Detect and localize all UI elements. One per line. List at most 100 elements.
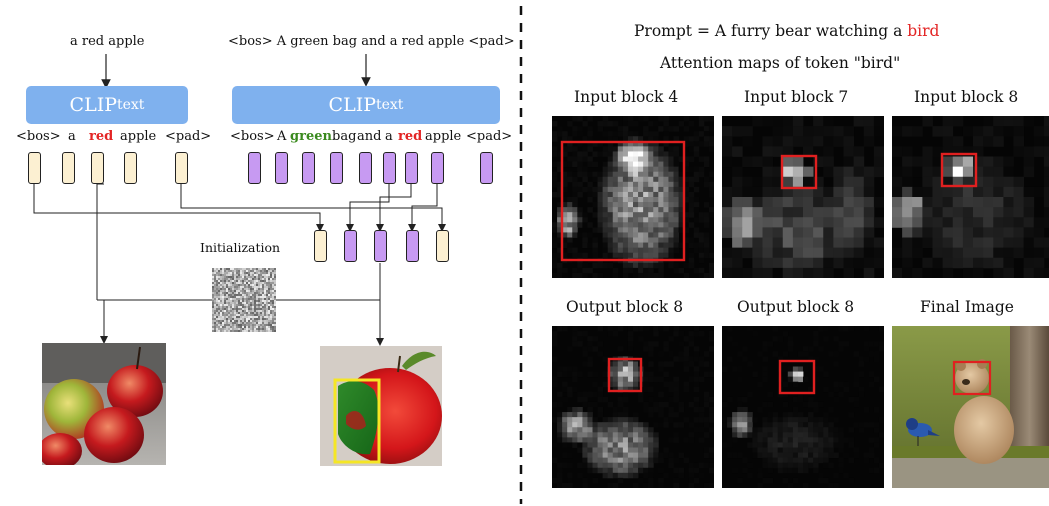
attention-cell (922, 146, 933, 157)
attention-cell (952, 116, 964, 127)
attention-cell (892, 267, 903, 278)
attention-cell (673, 381, 679, 388)
attention-cell (673, 482, 679, 488)
attention-cell (577, 116, 583, 122)
attention-cell (678, 467, 685, 474)
attention-cell (607, 202, 614, 208)
attention-cell (622, 472, 629, 479)
attention-cell (787, 467, 794, 474)
attention-cell (643, 407, 649, 413)
attention-cell (633, 422, 639, 428)
attention-cell (607, 417, 614, 423)
attention-cell (962, 247, 974, 259)
attention-cell (597, 262, 604, 269)
attention-cell (617, 376, 624, 383)
attention-cell (617, 161, 624, 168)
attention-cell (658, 482, 664, 488)
attention-cell (622, 171, 629, 178)
attention-cell (737, 376, 743, 383)
attention-cell (878, 432, 884, 438)
attention-cell (973, 156, 984, 168)
attention-cell (572, 247, 578, 254)
attention-cell (678, 202, 685, 208)
attention-cell (973, 176, 984, 188)
attention-cell (562, 242, 568, 249)
attention-cell (873, 247, 884, 259)
attention-cell (643, 141, 649, 147)
attention-cell (833, 247, 844, 259)
attention-cell (722, 442, 728, 448)
attention-cell (813, 267, 824, 278)
attention-cell (772, 176, 784, 188)
attention-cell (612, 186, 619, 193)
attention-cell (577, 156, 583, 162)
attention-cell (952, 166, 964, 178)
attention-cell (617, 202, 624, 208)
attention-cell (803, 457, 809, 464)
attention-cell (693, 376, 700, 383)
attention-cell (843, 207, 855, 218)
attention-cell (582, 272, 588, 278)
attention-cell (962, 237, 974, 249)
attention-cell (932, 217, 944, 228)
attention-cell (703, 217, 710, 223)
attention-cell (557, 422, 563, 428)
attention-cell (703, 417, 710, 423)
attention-cell (638, 197, 644, 203)
attention-cell (703, 351, 710, 357)
attention-cell (562, 366, 568, 372)
attention-cell (792, 176, 804, 188)
attention-cell (643, 247, 649, 254)
attention-cell (643, 267, 649, 274)
attention-cell (848, 412, 855, 418)
attention-cell (853, 156, 865, 168)
attention-cell (668, 386, 674, 393)
attention-cell (622, 432, 629, 438)
attention-cell (622, 166, 629, 173)
attention-cell (612, 437, 619, 443)
attention-cell (843, 381, 849, 388)
attention-cell (742, 467, 748, 474)
attention-cell (688, 197, 695, 203)
attention-cell (813, 401, 819, 408)
attention-cell (1003, 186, 1014, 198)
attention-cell (663, 401, 669, 408)
attention-cell (762, 237, 774, 249)
attention-cell (622, 197, 629, 203)
attention-cell (747, 472, 753, 479)
attention-cell (612, 222, 619, 228)
attention-cell (708, 171, 714, 178)
attention-cell (868, 467, 875, 474)
attention-cell (668, 396, 674, 403)
attention-cell (803, 442, 809, 448)
attention-cell (912, 217, 923, 228)
attention-cell (673, 212, 679, 218)
attention-cell (873, 237, 884, 249)
attention-cell (602, 202, 609, 208)
attention-cell (762, 376, 768, 383)
attention-cell (833, 437, 839, 443)
attention-cell (577, 141, 583, 147)
attention-cell (732, 186, 743, 198)
attention-cell (868, 381, 875, 388)
attention-cell (617, 242, 624, 249)
attention-cell (658, 181, 664, 188)
attention-cell (833, 381, 839, 388)
attention-cell (693, 166, 700, 173)
attention-cell (727, 437, 733, 443)
attention-cell (597, 462, 604, 469)
attention-cell (592, 242, 598, 249)
attention-cell (782, 116, 794, 127)
attention-cell (833, 176, 844, 188)
attention-cell (668, 156, 674, 162)
attention-cell (693, 356, 700, 362)
attention-cell (787, 422, 794, 428)
attention-cell (863, 217, 875, 228)
attention-cell (648, 161, 654, 168)
attention-cell (612, 452, 619, 459)
attention-cell (648, 232, 654, 238)
attention-cell (577, 166, 583, 173)
attention-cell (612, 181, 619, 188)
attention-cell (833, 257, 844, 269)
attention-cell (617, 326, 624, 332)
